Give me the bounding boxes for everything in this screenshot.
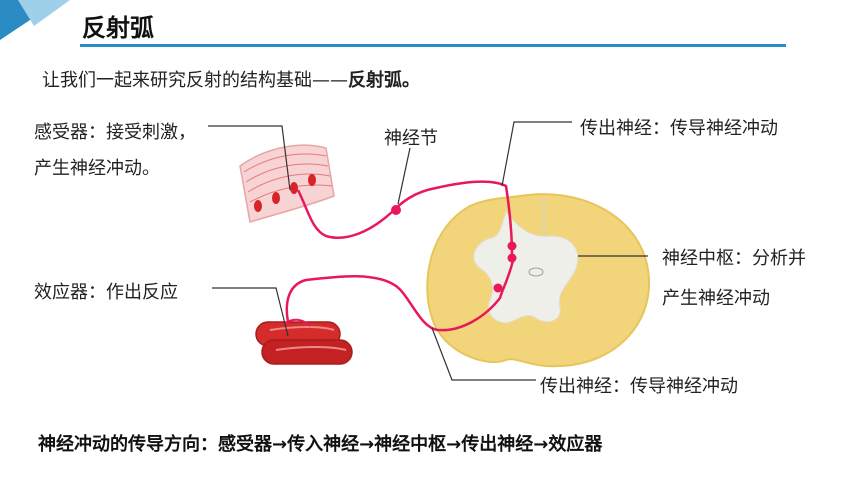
title-underline bbox=[80, 44, 786, 47]
effector-label: 效应器：作出反应 bbox=[34, 282, 178, 303]
ganglion-label: 神经节 bbox=[384, 128, 438, 149]
afferent-leader bbox=[501, 121, 572, 187]
ganglion-node bbox=[391, 205, 401, 215]
afferent-nerve-path bbox=[296, 180, 514, 257]
receptor-skin bbox=[239, 144, 335, 223]
effector-leader bbox=[212, 287, 289, 337]
efferent-nerve-path bbox=[285, 255, 516, 332]
receptor-leader bbox=[208, 125, 291, 191]
afferent-nerve-label: 传出神经：传导神经冲动 bbox=[580, 118, 778, 139]
motor-neuron-dot bbox=[493, 283, 503, 293]
receptor-label-line1: 感受器：接受刺激， bbox=[34, 122, 196, 143]
corner-decoration bbox=[0, 0, 70, 40]
conduction-direction-text: 神经冲动的传导方向：感受器→传入神经→神经中枢→传出神经→效应器 bbox=[38, 434, 603, 455]
efferent-leader bbox=[431, 327, 536, 381]
center-label-line1: 神经中枢：分析并 bbox=[662, 248, 806, 269]
spinal-cord bbox=[426, 193, 651, 368]
receptor-label-line2: 产生神经冲动。 bbox=[34, 158, 160, 179]
intro-emphasis: 反射弧。 bbox=[348, 70, 420, 91]
interneuron-dot bbox=[507, 241, 517, 251]
page-title: 反射弧 bbox=[82, 14, 154, 42]
effector-muscle bbox=[255, 321, 353, 365]
ganglion-leader bbox=[397, 147, 411, 205]
efferent-nerve-label: 传出神经：传导神经冲动 bbox=[540, 376, 738, 397]
center-label-line2: 产生神经冲动 bbox=[662, 288, 770, 309]
intro-text: 让我们一起来研究反射的结构基础——反射弧。 bbox=[42, 70, 420, 91]
